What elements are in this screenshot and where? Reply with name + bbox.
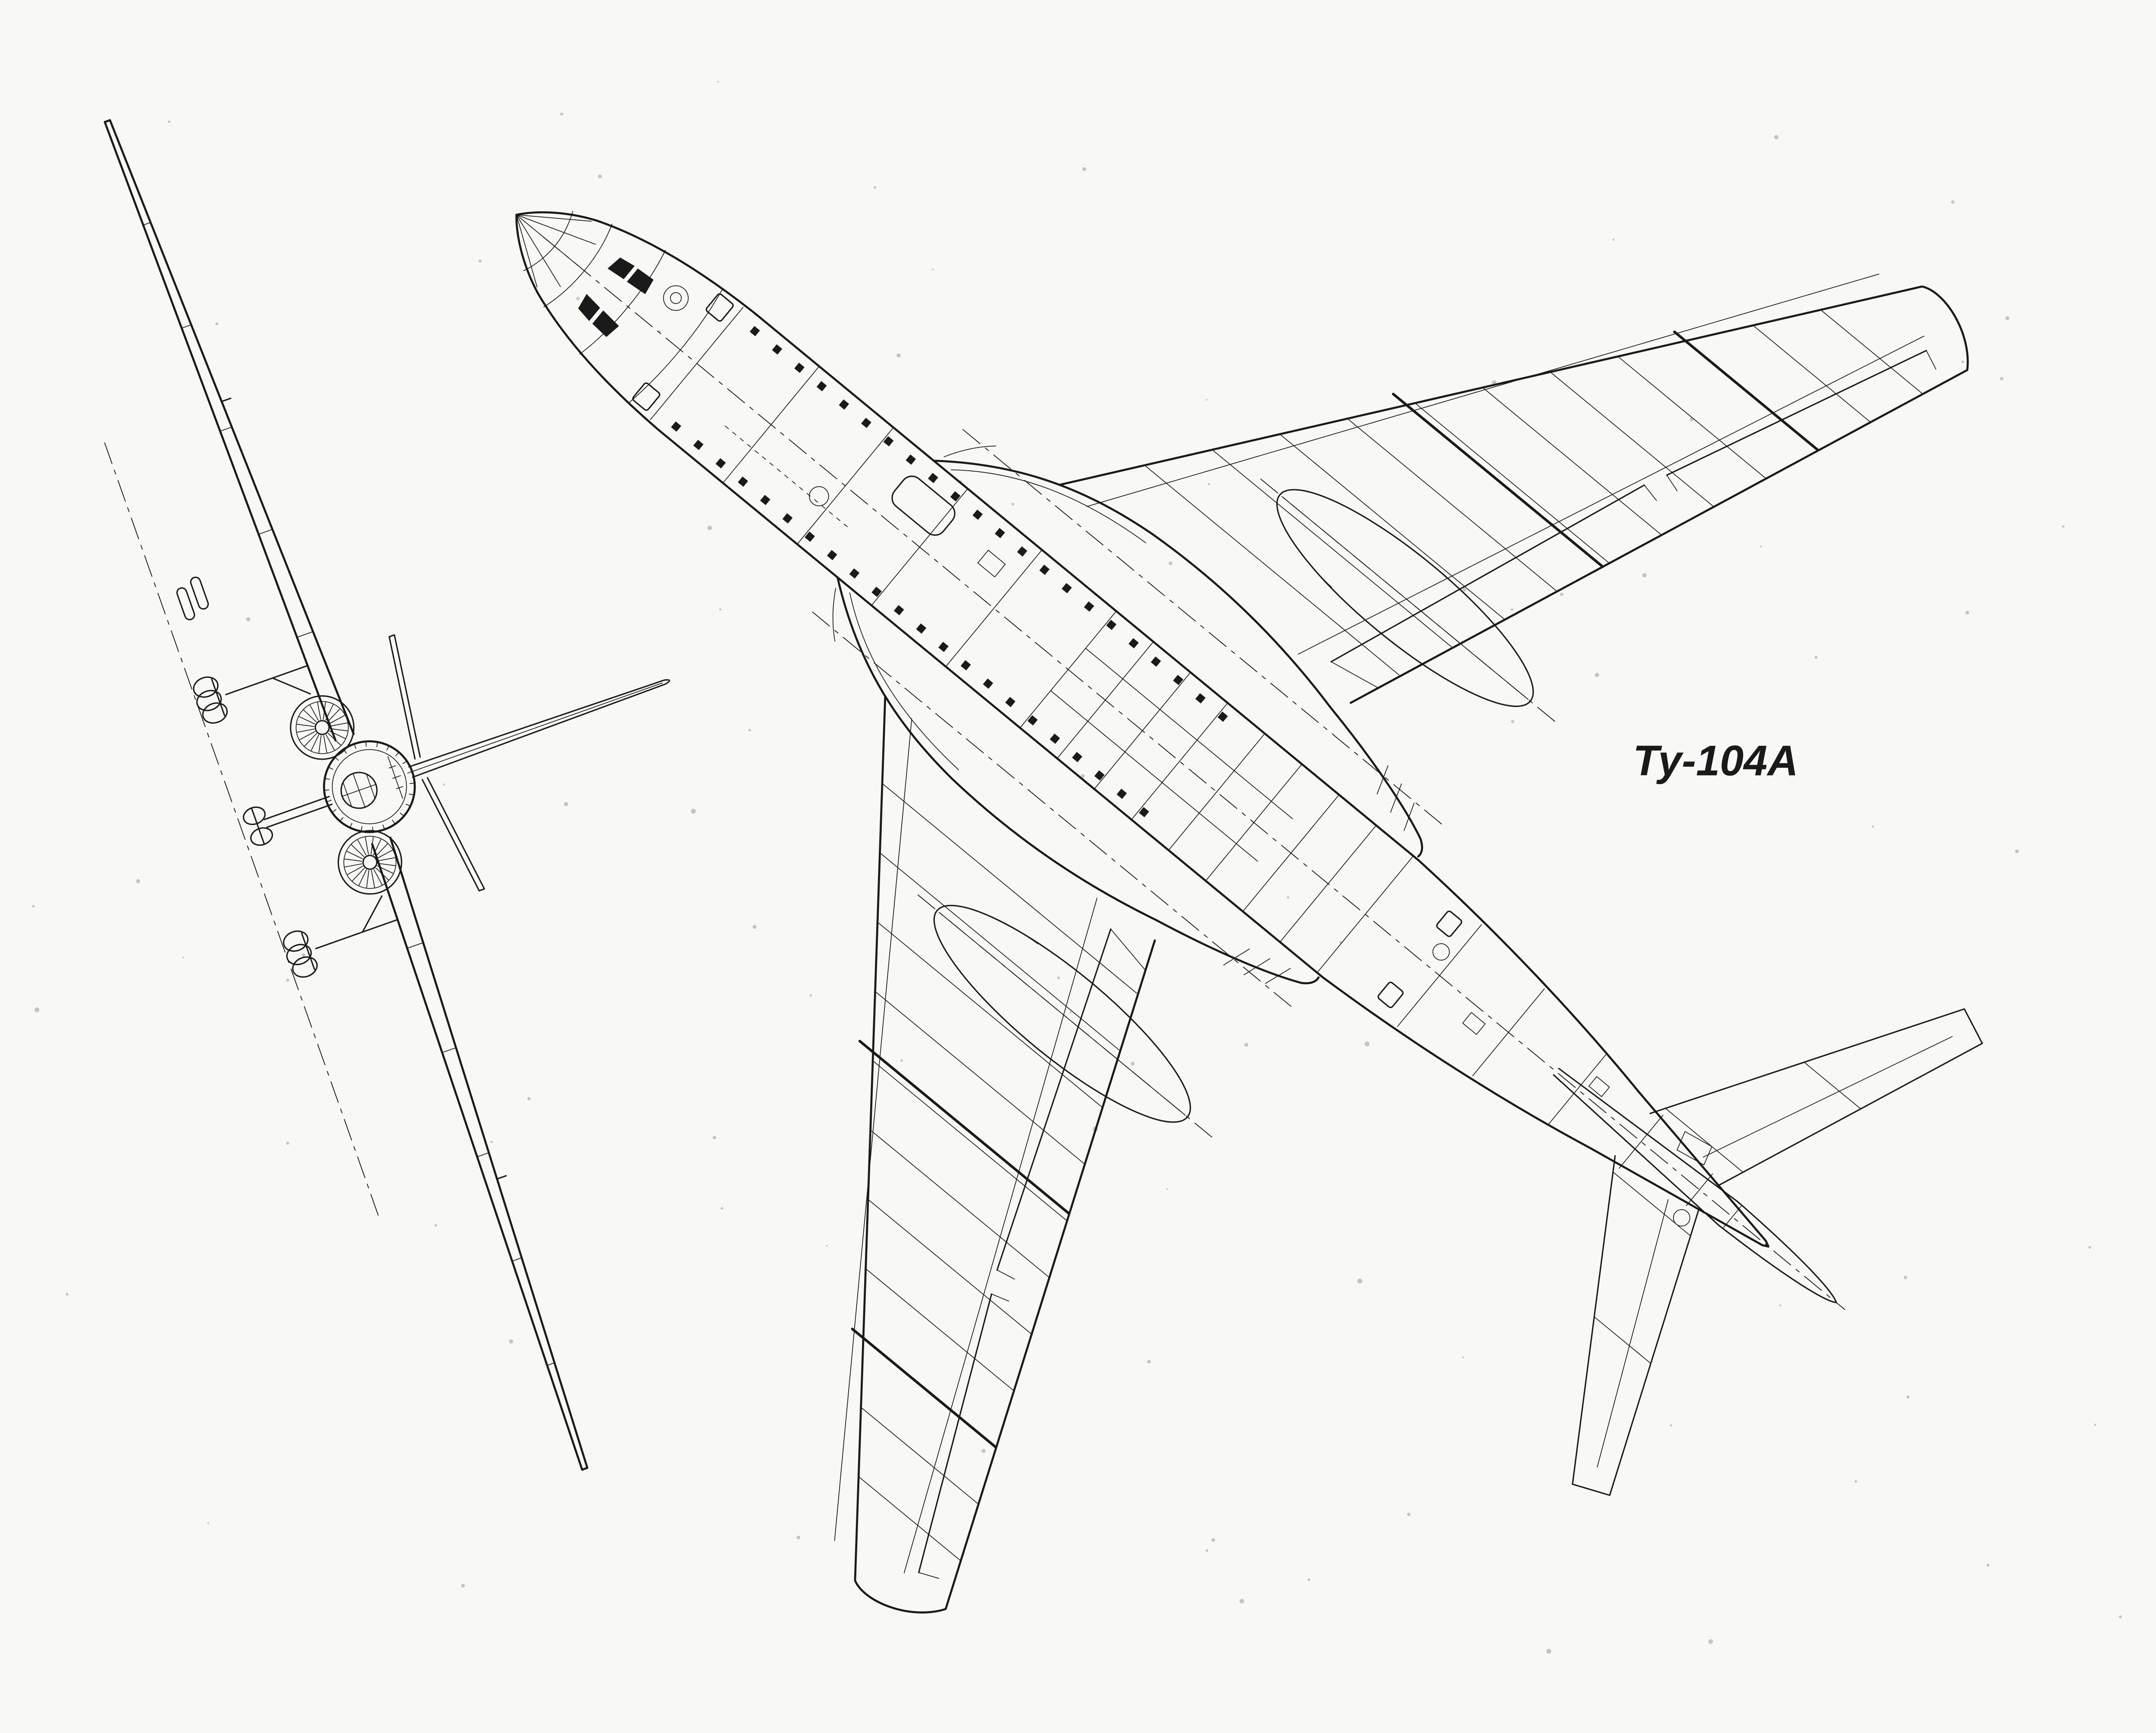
fuselage-plan bbox=[515, 211, 1837, 1304]
tail-light bbox=[1673, 1209, 1690, 1226]
cockpit-windows bbox=[578, 294, 619, 337]
paper-background bbox=[0, 70, 2156, 1663]
paper-speckles bbox=[32, 81, 2122, 1654]
wing-plan bbox=[834, 696, 1156, 1614]
aircraft-type-label: Ту-104А bbox=[1633, 737, 1798, 785]
rudder-hinge bbox=[1723, 1206, 1742, 1228]
fuselage-frames bbox=[650, 307, 1713, 1206]
fin-plan bbox=[1553, 1068, 1837, 1304]
front-view bbox=[103, 119, 671, 1471]
front-view-fuselage bbox=[323, 740, 416, 833]
front-view-wings bbox=[103, 119, 589, 1471]
windshield bbox=[387, 756, 404, 799]
astrodome bbox=[663, 285, 689, 311]
gear-pod-plan bbox=[917, 894, 1213, 1139]
engine-nacelle-plan bbox=[812, 576, 1320, 1010]
wing-carrythrough-lines bbox=[1050, 648, 1293, 862]
wing-fence-inner bbox=[858, 1039, 1070, 1215]
front-view-landing-gear bbox=[193, 665, 397, 978]
front-view-tail bbox=[389, 634, 671, 892]
cabin-windows-row bbox=[671, 421, 1149, 817]
ground-line bbox=[104, 442, 381, 1221]
pitot-probes bbox=[176, 576, 209, 620]
flap-aileron-hinges bbox=[918, 928, 1112, 1573]
tail-hatch bbox=[1677, 1131, 1712, 1166]
doors bbox=[632, 382, 1404, 1008]
forward-hatch bbox=[891, 475, 956, 536]
fuselage-centerline bbox=[542, 236, 1846, 1310]
engine-fan-blades bbox=[296, 702, 396, 888]
airframe-half bbox=[578, 294, 1699, 1614]
nose-glazing bbox=[516, 214, 596, 288]
front-view-engines bbox=[290, 695, 402, 895]
